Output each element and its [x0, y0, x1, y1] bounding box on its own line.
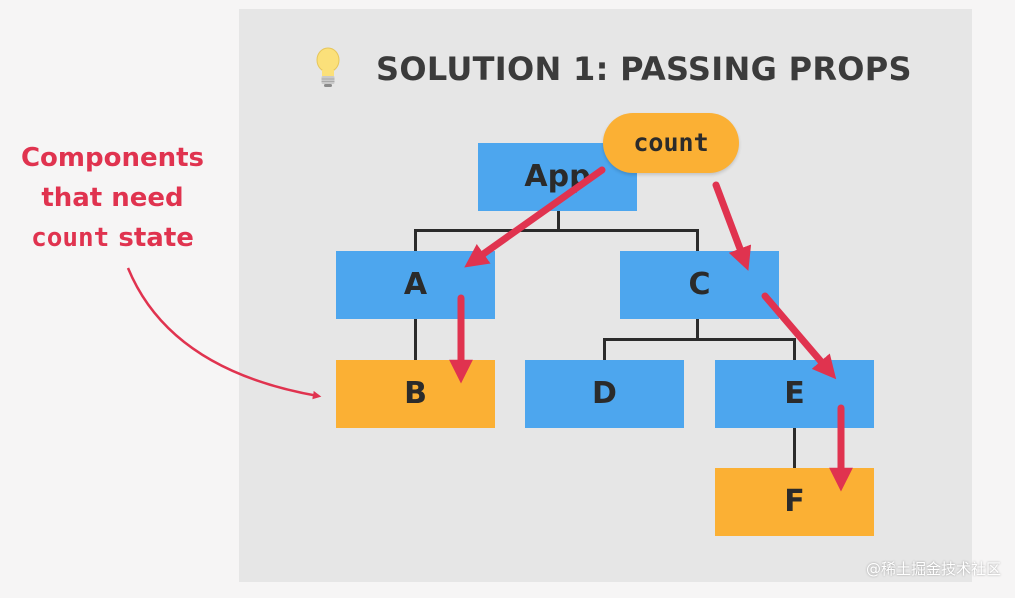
connector-a-to-b	[414, 318, 417, 360]
node-e: E	[715, 360, 874, 428]
connector-e-to-f	[793, 426, 796, 468]
arrow-label-to-b	[126, 267, 322, 400]
side-annotation: Components that need count state	[5, 138, 220, 258]
connector-to-d	[603, 338, 606, 360]
side-annotation-line2: that need	[41, 183, 184, 213]
side-annotation-line1: Components	[20, 143, 205, 173]
arrow-count-to-c	[712, 181, 752, 271]
connector-c-down	[696, 318, 699, 340]
connector-app-down	[557, 210, 560, 231]
side-annotation-rest: state	[109, 223, 194, 253]
side-annotation-line3: count state	[5, 218, 220, 258]
node-c: C	[620, 251, 779, 319]
lightbulb-icon	[316, 47, 340, 87]
watermark: @稀土掘金技术社区	[865, 560, 1001, 578]
count-state-pill: count	[603, 113, 739, 173]
arrow-count-to-a	[464, 166, 606, 268]
connector-top-horizontal	[414, 229, 699, 232]
connector-mid-horizontal	[603, 338, 796, 341]
side-annotation-mono: count	[31, 223, 110, 253]
connector-to-c	[696, 229, 699, 251]
arrow-c-to-e	[761, 292, 837, 380]
slide-title: SOLUTION 1: PASSING PROPS	[376, 50, 912, 88]
connector-to-e	[793, 338, 796, 360]
connector-to-a	[414, 229, 417, 251]
node-d: D	[525, 360, 684, 428]
